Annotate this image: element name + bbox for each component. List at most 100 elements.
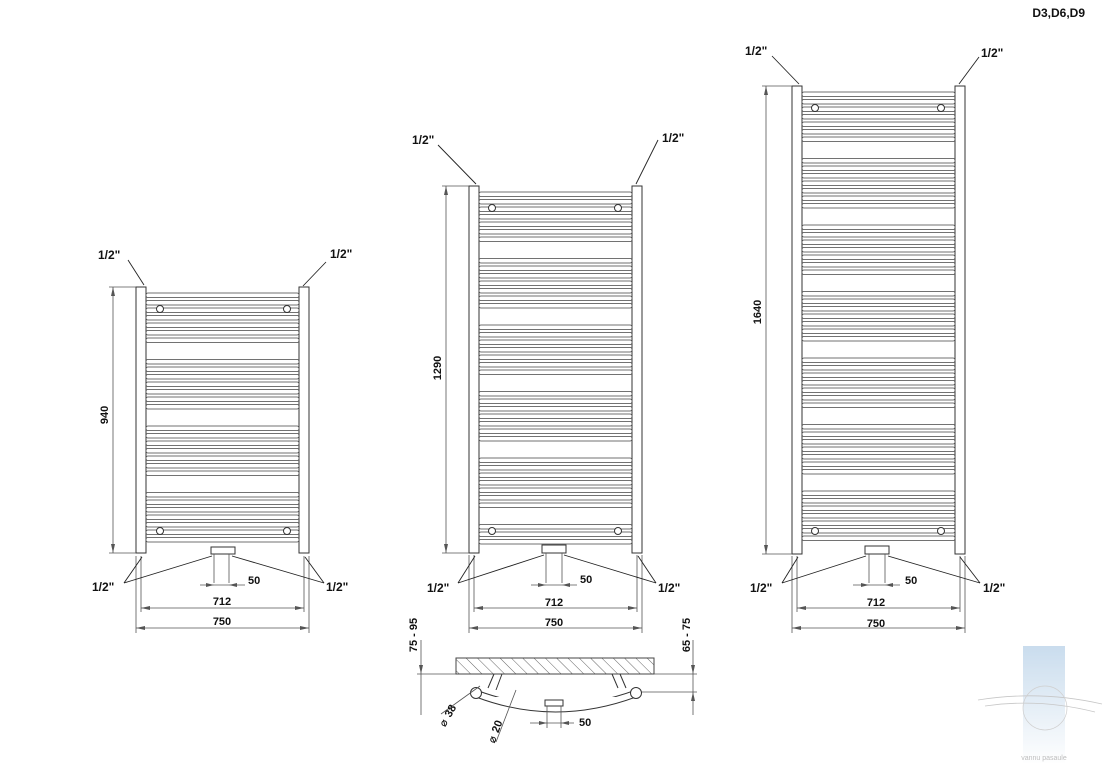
towel-bar <box>801 535 956 541</box>
connection-bottom-left: 1/2" <box>92 580 114 594</box>
connection-top-right: 1/2" <box>330 247 352 261</box>
mounting-points <box>156 305 291 535</box>
towel-bar <box>145 381 300 387</box>
towel-bar <box>801 431 956 437</box>
towel-bar <box>478 206 633 212</box>
towel-bar <box>801 262 956 268</box>
towel-bar <box>478 524 633 530</box>
radiator-small: 940 50 712 750 1/2" 1/2" 1/2" 1/2" <box>92 247 352 633</box>
towel-bar <box>478 421 633 427</box>
towel-bar <box>478 324 633 330</box>
towel-bar <box>478 539 633 545</box>
towel-bar <box>145 389 300 395</box>
towel-bar <box>801 188 956 194</box>
svg-text:38: 38 <box>443 703 460 720</box>
towel-bar <box>145 514 300 520</box>
towel-bar <box>478 191 633 197</box>
towel-bar <box>801 158 956 164</box>
connection-top-right: 1/2" <box>662 131 684 145</box>
towel-bar <box>478 303 633 309</box>
mounting-side-view: 75 - 95 65 - 75 50 ⌀ 38 ⌀ 20 <box>408 618 697 745</box>
towel-bar <box>478 362 633 368</box>
pipe-spacing-label: 50 <box>248 575 260 587</box>
connection-top-right: 1/2" <box>981 46 1003 60</box>
towel-bar <box>478 332 633 338</box>
towel-bar <box>145 492 300 498</box>
towel-bar <box>801 336 956 342</box>
towel-bar <box>478 229 633 235</box>
towel-bar <box>801 224 956 230</box>
towel-bar <box>801 114 956 120</box>
towel-bar <box>478 214 633 220</box>
pipe-spacing-label: 50 <box>580 574 592 586</box>
towel-bar <box>801 469 956 475</box>
towel-bar <box>478 436 633 442</box>
svg-text:⌀: ⌀ <box>437 717 451 729</box>
towel-bar <box>478 288 633 294</box>
towel-bar <box>478 391 633 397</box>
connection-bottom-right: 1/2" <box>658 581 680 595</box>
towel-bar <box>801 520 956 526</box>
towel-bar <box>478 295 633 301</box>
connection-bottom-left: 1/2" <box>750 581 772 595</box>
radiator-large: 1640 50 712 750 1/2" 1/2" 1/2" 1/2" <box>745 44 1005 633</box>
towel-bar <box>801 446 956 452</box>
wall-section <box>455 657 655 675</box>
towel-bars <box>145 292 300 543</box>
mounting-points <box>488 204 622 535</box>
wall-distance-left-label: 75 - 95 <box>408 618 420 652</box>
left-upright <box>135 286 147 554</box>
towel-bar <box>145 455 300 461</box>
towel-bar <box>478 258 633 264</box>
towel-bar <box>478 265 633 271</box>
connection-top-left: 1/2" <box>745 44 767 58</box>
towel-bar <box>801 387 956 393</box>
towel-bar <box>801 232 956 238</box>
connection-block <box>864 545 890 555</box>
height-label: 940 <box>99 406 111 424</box>
towel-bar <box>145 507 300 513</box>
connection-top-left: 1/2" <box>98 248 120 262</box>
towel-bar <box>801 424 956 430</box>
towel-bar <box>145 330 300 336</box>
towel-bar <box>145 315 300 321</box>
towel-bar <box>801 165 956 171</box>
towel-bar <box>478 413 633 419</box>
towel-bar <box>801 254 956 260</box>
towel-bar <box>801 313 956 319</box>
towel-bar <box>478 354 633 360</box>
connection-block <box>541 544 567 554</box>
total-width-label: 750 <box>867 618 885 630</box>
towel-bar <box>478 457 633 463</box>
towel-bar <box>145 470 300 476</box>
axis-width-label: 712 <box>545 597 563 609</box>
towel-bar <box>801 121 956 127</box>
towel-bar <box>478 428 633 434</box>
towel-bar <box>145 396 300 402</box>
total-width-label: 750 <box>213 616 231 628</box>
towel-bar <box>478 531 633 537</box>
towel-bar <box>801 528 956 534</box>
towel-bar <box>801 402 956 408</box>
left-upright <box>468 185 480 554</box>
towel-bar <box>801 490 956 496</box>
towel-bar <box>801 505 956 511</box>
towel-bar <box>801 91 956 97</box>
towel-bar <box>478 406 633 412</box>
right-upright <box>298 286 310 554</box>
towel-bar <box>478 347 633 353</box>
towel-bar <box>145 440 300 446</box>
towel-bar <box>145 300 300 306</box>
towel-bar <box>145 322 300 328</box>
connection-block <box>210 546 236 555</box>
towel-bar <box>801 328 956 334</box>
total-width-label: 750 <box>545 617 563 629</box>
model-codes-title: D3,D6,D9 <box>1032 6 1085 20</box>
radiator-medium: 1290 50 712 750 1/2" 1/2" 1/2" 1/2" <box>412 131 684 633</box>
connection-bottom-left: 1/2" <box>427 581 449 595</box>
towel-bar <box>801 372 956 378</box>
towel-bar <box>145 433 300 439</box>
towel-bar <box>801 380 956 386</box>
towel-bar <box>801 106 956 112</box>
